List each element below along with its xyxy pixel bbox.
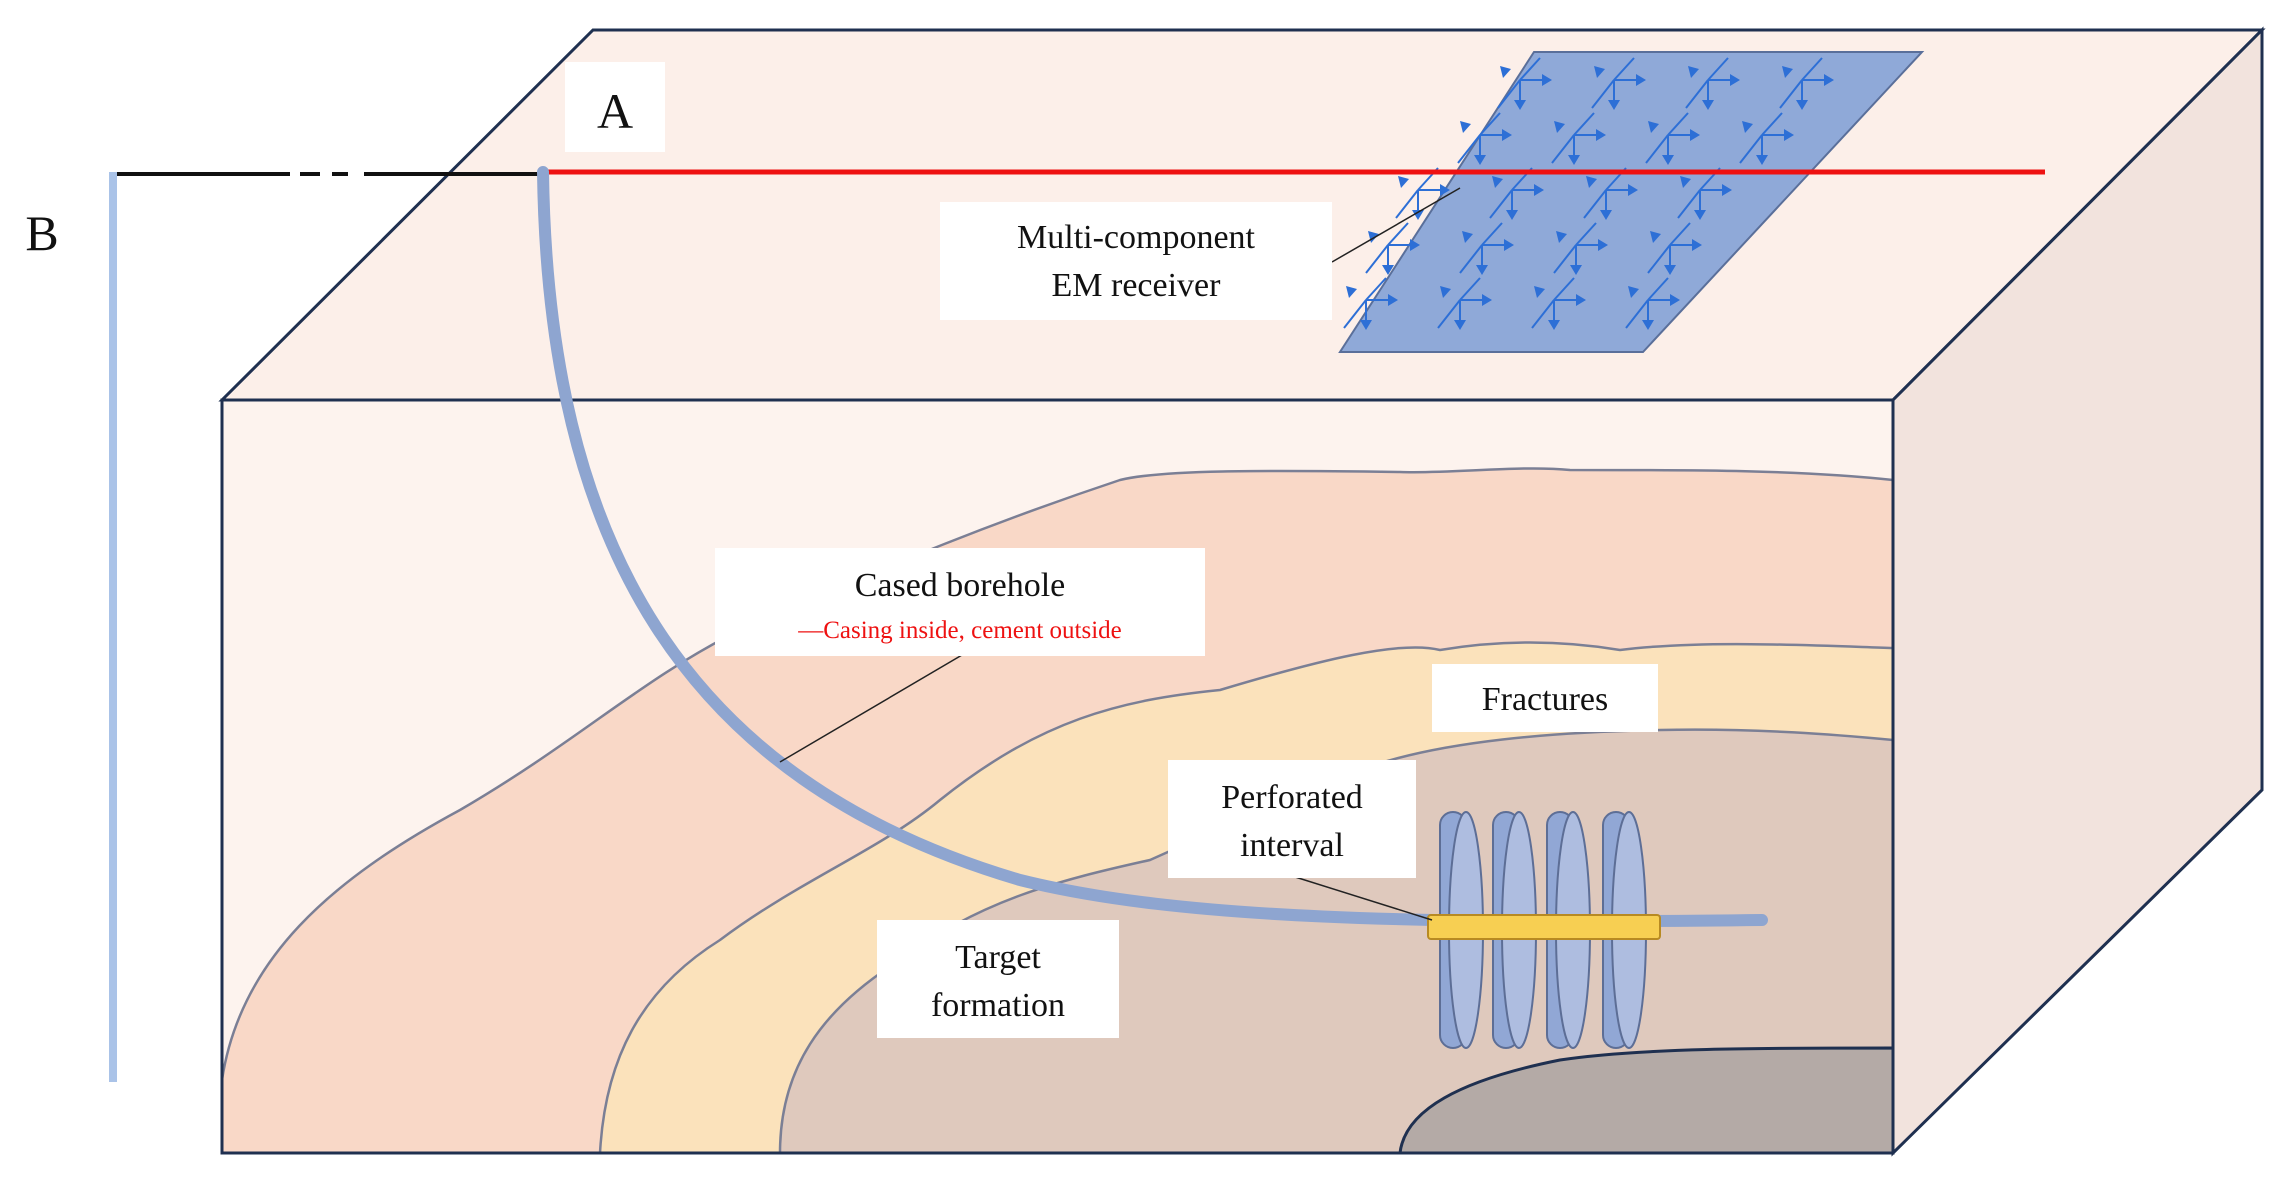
receiver-sensor-icon <box>1591 57 1646 110</box>
target-label-box <box>877 920 1119 1038</box>
receiver-sensor-icon <box>1437 277 1492 330</box>
receiver-sensor-icon <box>1553 222 1608 275</box>
borehole-label-title: Cased borehole <box>855 567 1066 604</box>
receiver-label-line1: Multi-component <box>1017 219 1256 256</box>
receiver-sensor-icon <box>1645 112 1700 165</box>
receiver-sensor-icon <box>1625 277 1680 330</box>
receiver-sensor-icon <box>1551 112 1606 165</box>
perforated-label-box <box>1168 760 1416 878</box>
receiver-panel <box>1338 51 1925 353</box>
receiver-sensor-icon <box>1457 112 1512 165</box>
receiver-sensor-icon <box>1583 167 1638 220</box>
perforated-label-line1: Perforated <box>1221 779 1363 816</box>
receiver-sensor-icon <box>1739 112 1794 165</box>
perforated-interval <box>1427 914 1661 940</box>
receiver-sensor-icon <box>1459 222 1514 275</box>
fractures-label: Fractures <box>1482 681 1609 718</box>
receiver-label-box <box>940 202 1332 320</box>
receiver-sensor-icon <box>1365 222 1420 275</box>
receiver-sensor-icon <box>1343 277 1398 330</box>
receiver-sensor-icon <box>1685 57 1740 110</box>
perforated-label-line2: interval <box>1240 827 1344 864</box>
fractures-label-box <box>1432 664 1658 732</box>
bottom-layer <box>1398 1046 1895 1155</box>
receiver-label-line2: EM receiver <box>1052 267 1222 304</box>
borehole-label-box <box>715 548 1205 656</box>
label-b: B <box>25 205 58 261</box>
borehole-leader-line <box>779 654 963 763</box>
target-label-line1: Target <box>955 939 1041 976</box>
block-front-outline <box>220 398 1895 1155</box>
borehole-label-note: —Casing inside, cement outside <box>797 617 1122 644</box>
label-a-box <box>565 62 665 152</box>
receiver-leader-line <box>1331 187 1461 263</box>
receiver-sensor-icon <box>1497 57 1552 110</box>
receiver-sensor-icon <box>1647 222 1702 275</box>
receiver-sensor-icon <box>1779 57 1834 110</box>
receiver-sensor-icon <box>1395 167 1450 220</box>
perforated-leader-line <box>1291 875 1433 921</box>
label-a: A <box>597 83 633 139</box>
receiver-arrow-grid <box>1343 57 1834 330</box>
receiver-sensor-icon <box>1531 277 1586 330</box>
target-label-line2: formation <box>931 987 1065 1024</box>
